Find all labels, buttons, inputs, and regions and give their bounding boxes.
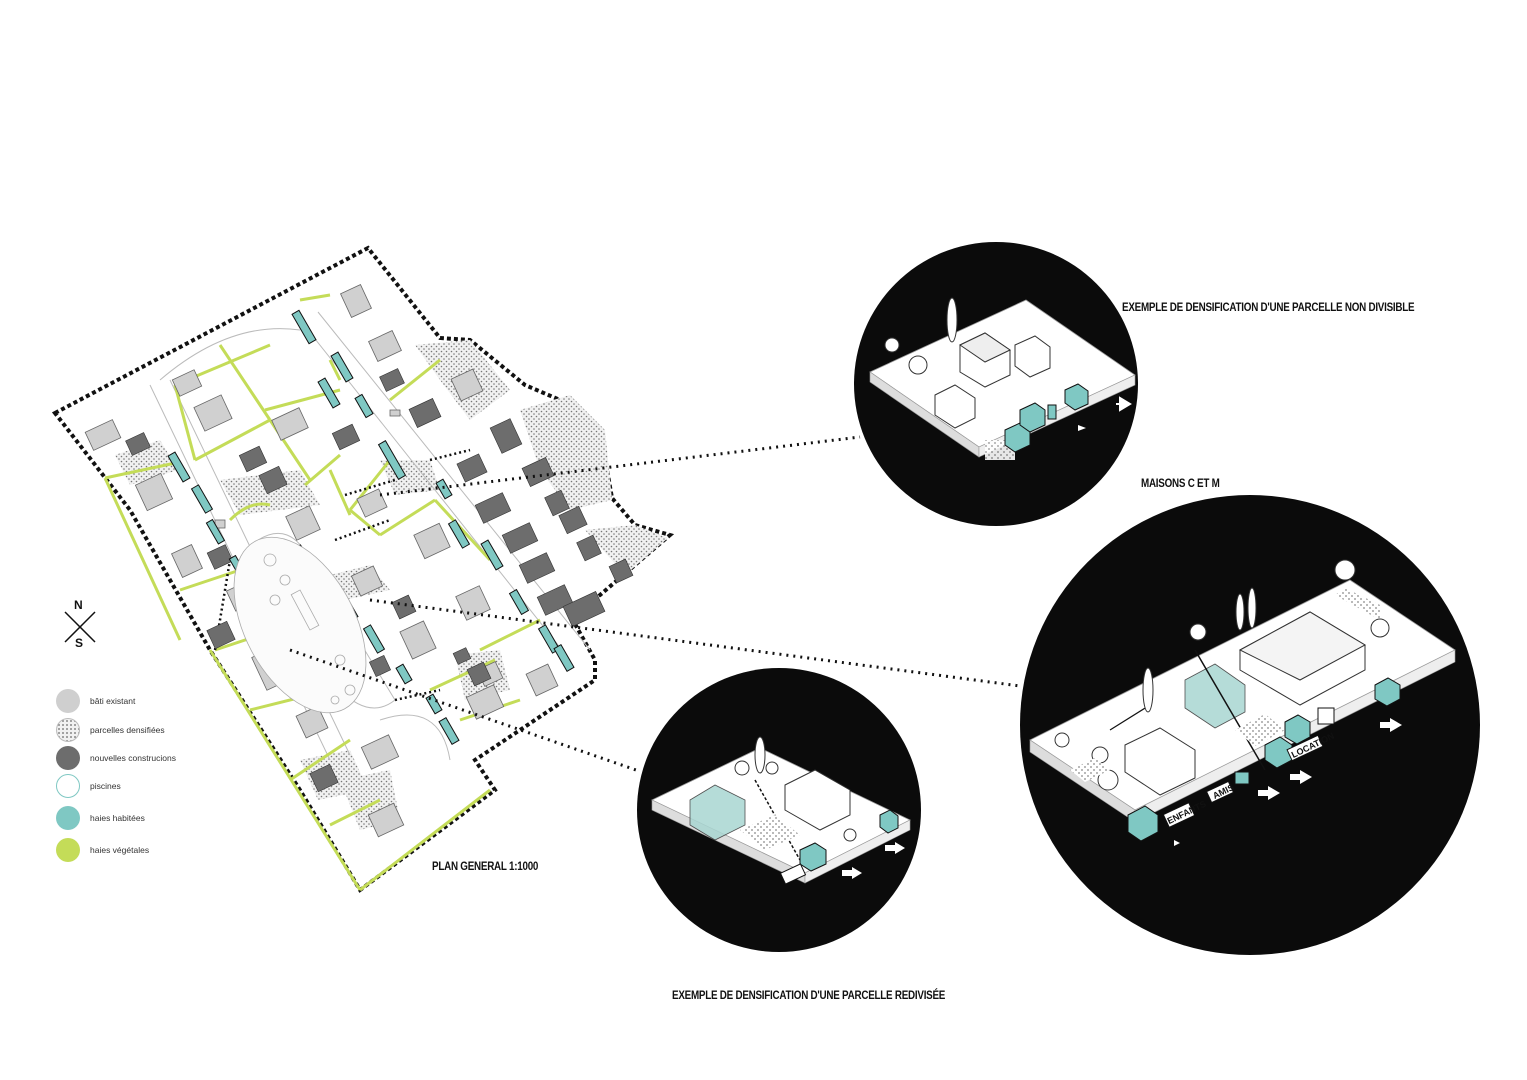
- legend-swatch: [56, 689, 80, 713]
- legend-label: piscines: [90, 781, 121, 791]
- legend-label: parcelles densifiées: [90, 725, 165, 735]
- legend-swatch: [56, 746, 80, 770]
- legend-swatch: [56, 806, 80, 830]
- park-area: [233, 536, 367, 714]
- parcel-densified: [520, 395, 612, 510]
- legend-swatch: [56, 774, 80, 798]
- legend-item-piscines: piscines: [56, 774, 121, 798]
- legend-swatch: [56, 718, 80, 742]
- new-buildings: [125, 368, 634, 793]
- legend-label: haies végétales: [90, 845, 150, 855]
- leader-lines: [289, 435, 1021, 772]
- circle-redivisee: [637, 668, 921, 952]
- site-plan: [51, 245, 1021, 893]
- compass-icon: [64, 611, 96, 643]
- road-curve: [379, 714, 451, 761]
- legend-item-haies-vegetales: haies végétales: [56, 838, 149, 862]
- legend-label: haies habitées: [90, 813, 145, 823]
- circle-maisons: LOCATION AMIS ENFANTS: [1020, 495, 1480, 955]
- legend-swatch: [56, 838, 80, 862]
- legend-label: nouvelles construcions: [90, 753, 176, 763]
- legend-item-parcelles: parcelles densifiées: [56, 718, 165, 742]
- road-curve: [159, 328, 301, 381]
- legend-item-nouvelles: nouvelles construcions: [56, 746, 176, 770]
- legend-item-bati: bâti existant: [56, 689, 135, 713]
- title-maisons: MAISONS C ET M: [1141, 476, 1220, 490]
- legend-item-haies-habitees: haies habitées: [56, 806, 145, 830]
- compass-south: S: [75, 636, 84, 650]
- legend-label: bâti existant: [90, 696, 136, 706]
- title-plan: PLAN GENERAL 1:1000: [432, 859, 539, 873]
- title-non-divisible: EXEMPLE DE DENSIFICATION D'UNE PARCELLE …: [1122, 300, 1415, 314]
- parcel-densified: [585, 525, 668, 575]
- title-redivisee: EXEMPLE DE DENSIFICATION D'UNE PARCELLE …: [672, 988, 946, 1002]
- compass-north: N: [74, 598, 83, 612]
- circle-non-divisible: [854, 242, 1138, 526]
